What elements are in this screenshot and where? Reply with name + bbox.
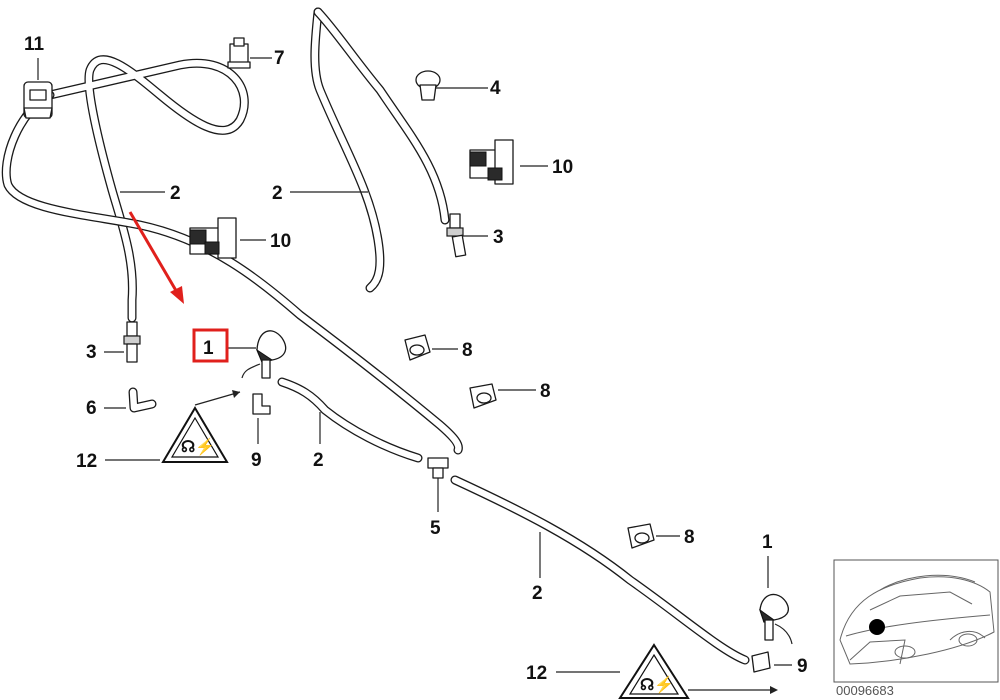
- warning-label-part-12-right: ☊⚡: [618, 643, 690, 699]
- elbow-part-6: [128, 387, 157, 413]
- vehicle-location-inset: [833, 559, 999, 683]
- callout-11: 11: [24, 34, 45, 55]
- callout-6: 6: [86, 398, 97, 419]
- callout-10-upper: 10: [552, 157, 573, 178]
- callout-8-b: 8: [540, 381, 551, 402]
- hose-clip-part-11: [23, 81, 53, 119]
- clip-part-7: [227, 37, 251, 69]
- svg-text:☊⚡: ☊⚡: [640, 675, 674, 694]
- callout-3-right: 3: [493, 227, 504, 248]
- callout-4: 4: [490, 78, 501, 99]
- warning-label-part-12-left: ☊⚡: [161, 406, 229, 463]
- callout-2-b: 2: [272, 183, 283, 204]
- washer-hose-network: [1, 7, 750, 665]
- t-piece-part-5: [427, 457, 449, 479]
- callout-2-d: 2: [532, 583, 543, 604]
- leader-lines: [37, 57, 792, 673]
- clip-part-8-lower: [627, 523, 655, 549]
- label-arrows: [194, 390, 778, 694]
- reference-number: 00096683: [836, 683, 894, 698]
- callout-12-left: 12: [76, 451, 97, 472]
- connector-part-3-left: [123, 321, 141, 363]
- elbow-part-9-left: [252, 393, 271, 415]
- callout-labels: 11 7 4 10 2 2 10 3 3 1 8 8 6 12 9 2 5 8 …: [24, 34, 808, 684]
- holder-part-10-upper: [469, 139, 514, 185]
- svg-text:☊⚡: ☊⚡: [181, 437, 215, 456]
- highlight-box: [192, 328, 229, 363]
- callout-9-left: 9: [251, 450, 262, 471]
- grommet-part-4: [415, 70, 441, 101]
- callout-3-left: 3: [86, 342, 97, 363]
- callout-1-lower: 1: [762, 532, 773, 553]
- callout-1-highlighted: 1: [203, 338, 214, 359]
- connector-part-3-right: [446, 213, 467, 258]
- callout-7: 7: [274, 48, 285, 69]
- callout-10-lower: 10: [270, 231, 291, 252]
- washer-nozzle-part-1-lower: [759, 593, 793, 645]
- elbow-part-9-right: [751, 651, 771, 673]
- washer-nozzle-part-1-upper: [241, 330, 287, 379]
- highlight-arrow: [128, 211, 184, 304]
- callout-5: 5: [430, 518, 441, 539]
- callout-8-a: 8: [462, 340, 473, 361]
- callout-12-right: 12: [526, 663, 547, 684]
- holder-part-10-lower: [189, 217, 237, 259]
- callout-9-right: 9: [797, 656, 808, 677]
- callout-8-c: 8: [684, 527, 695, 548]
- callout-2-a: 2: [170, 183, 181, 204]
- location-marker: [869, 619, 885, 635]
- callout-2-c: 2: [313, 450, 324, 471]
- clip-part-8-upper: [404, 334, 431, 361]
- clip-part-8-middle: [469, 383, 497, 409]
